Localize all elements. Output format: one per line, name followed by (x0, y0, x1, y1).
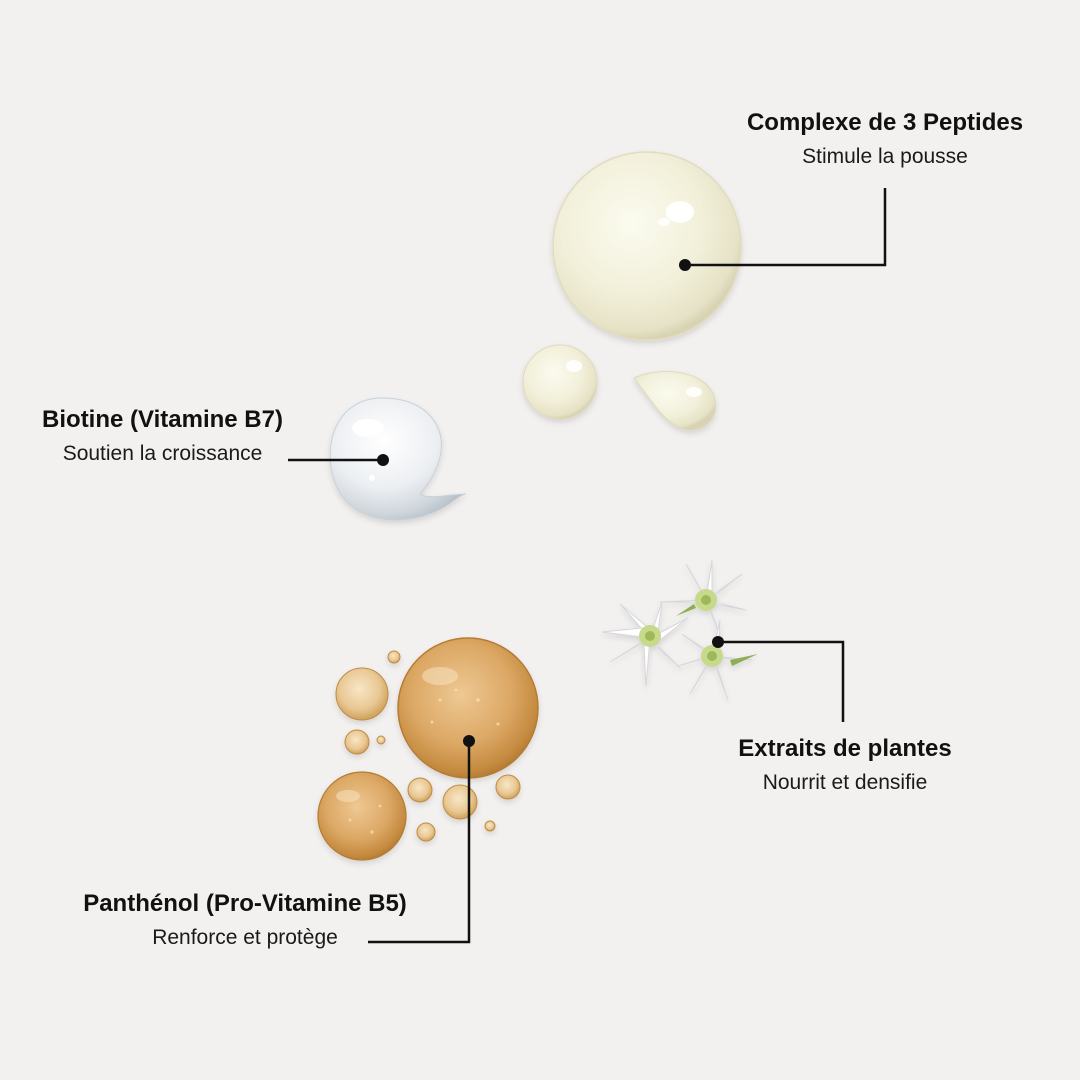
biotin-cream-swirl (329, 397, 467, 521)
ingredient-benefit: Stimule la pousse (802, 145, 968, 168)
label-plants: Extraits de plantes Nourrit et densifie (680, 734, 1010, 798)
ingredient-title: Biotine (Vitamine B7) (42, 406, 283, 433)
ingredient-title: Extraits de plantes (738, 735, 952, 762)
leader-line-peptides (685, 188, 887, 267)
leader-dot-peptides (679, 259, 691, 271)
label-peptides: Complexe de 3 Peptides Stimule la pousse (700, 108, 1070, 172)
leader-dot-plants (712, 636, 724, 648)
white-flowers (601, 559, 758, 701)
leader-dot-biotin (377, 454, 389, 466)
ingredient-benefit: Nourrit et densifie (762, 771, 928, 794)
peptide-serum-drop (522, 151, 742, 431)
leader-lines (288, 188, 887, 944)
leader-line-panthenol (368, 741, 471, 944)
leader-dots (377, 259, 724, 747)
ingredient-benefit: Soutien la croissance (62, 442, 263, 465)
label-biotin: Biotine (Vitamine B7) Soutien la croissa… (0, 405, 325, 469)
leader-dot-panthenol (463, 735, 475, 747)
ingredient-benefit: Renforce et protège (152, 926, 338, 949)
panthenol-oil-drops (317, 637, 539, 861)
ingredient-title: Panthénol (Pro-Vitamine B5) (83, 890, 407, 917)
label-panthenol: Panthénol (Pro-Vitamine B5) Renforce et … (40, 889, 450, 953)
leader-line-plants (718, 640, 845, 722)
ingredient-title: Complexe de 3 Peptides (746, 109, 1024, 136)
